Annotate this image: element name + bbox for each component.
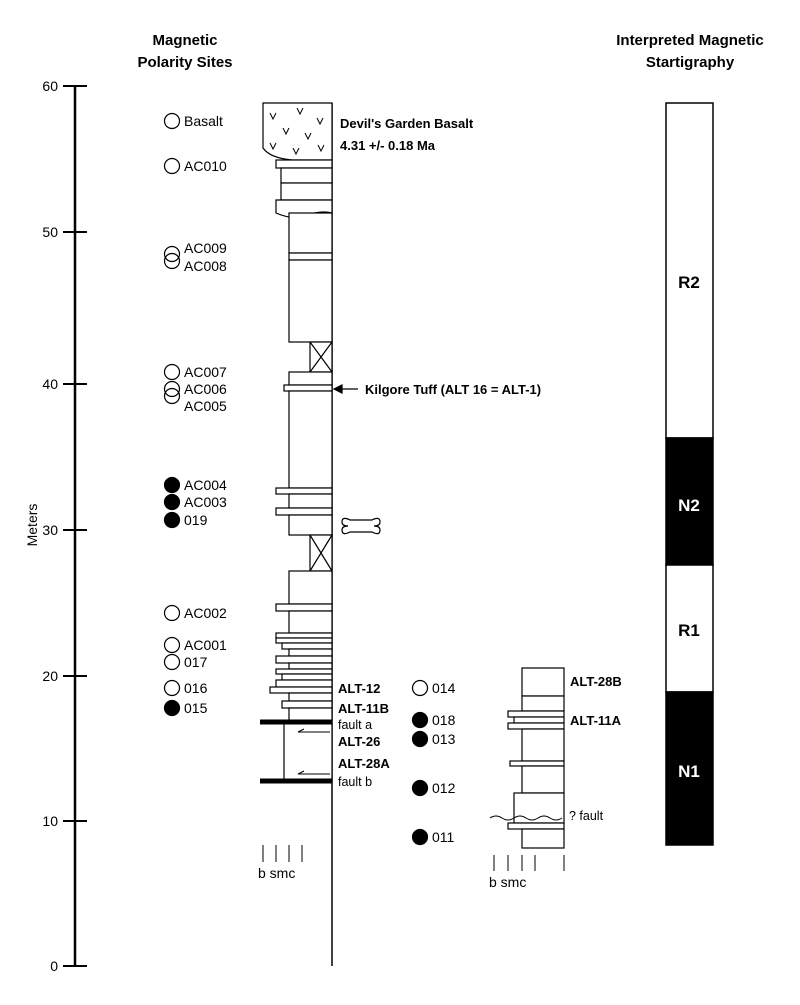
main-column bbox=[260, 102, 333, 966]
site-label: AC007 bbox=[184, 364, 227, 380]
alt11a-label: ALT-11A bbox=[570, 713, 622, 728]
grain-scale-ticks-2 bbox=[493, 855, 565, 871]
site-marker bbox=[163, 112, 181, 130]
site-label: 011 bbox=[432, 829, 455, 845]
site-label: 015 bbox=[184, 700, 208, 716]
alt28a-label: ALT-28A bbox=[338, 756, 390, 771]
grain-scale-ticks bbox=[262, 845, 303, 862]
zone-r1 bbox=[665, 564, 714, 693]
site-label: AC004 bbox=[184, 477, 227, 493]
site-marker bbox=[163, 679, 181, 697]
site-label: 017 bbox=[184, 654, 208, 670]
site-marker bbox=[163, 636, 181, 654]
zone-label-n2: N2 bbox=[678, 496, 700, 515]
zone-r2 bbox=[665, 102, 714, 439]
tick-label-40: 40 bbox=[42, 376, 58, 392]
site-marker bbox=[163, 493, 181, 511]
alt11b-label: ALT-11B bbox=[338, 701, 389, 716]
site-label: AC005 bbox=[184, 398, 227, 414]
tick-label-0: 0 bbox=[50, 958, 58, 974]
site-marker bbox=[163, 604, 181, 622]
site-label: 019 bbox=[184, 512, 208, 528]
q-fault-label: ? fault bbox=[569, 809, 604, 823]
tick-label-60: 60 bbox=[42, 78, 58, 94]
site-label: 016 bbox=[184, 680, 208, 696]
interp-header-line2: Startigraphy bbox=[646, 54, 735, 71]
fault-arrows bbox=[297, 728, 330, 775]
meters-axis: 0 10 20 30 40 50 60 Meters bbox=[24, 78, 87, 974]
site-label: 018 bbox=[432, 712, 456, 728]
site-label: AC002 bbox=[184, 605, 227, 621]
site-label: AC006 bbox=[184, 381, 227, 397]
tick-label-20: 20 bbox=[42, 668, 58, 684]
zone-label-r2: R2 bbox=[678, 273, 700, 292]
tick-label-50: 50 bbox=[42, 224, 58, 240]
basalt-age: 4.31 +/- 0.18 Ma bbox=[340, 138, 436, 153]
site-marker bbox=[163, 511, 181, 529]
zone-n1 bbox=[665, 691, 714, 846]
site-marker bbox=[163, 476, 181, 494]
grain-scale-label: b smc bbox=[258, 865, 295, 881]
site-marker bbox=[411, 679, 429, 697]
sites-header-line2: Polarity Sites bbox=[137, 54, 232, 71]
site-label: 013 bbox=[432, 731, 456, 747]
bone-fossil-icon bbox=[341, 517, 381, 535]
site-label: AC010 bbox=[184, 158, 227, 174]
alt26-label: ALT-26 bbox=[338, 734, 380, 749]
basalt-pattern bbox=[269, 107, 325, 156]
site-marker bbox=[163, 653, 181, 671]
kilgore-label: Kilgore Tuff (ALT 16 = ALT-1) bbox=[365, 382, 541, 397]
site-marker bbox=[163, 363, 181, 381]
site-marker bbox=[411, 730, 429, 748]
site-marker bbox=[163, 387, 181, 405]
site-marker bbox=[411, 779, 429, 797]
alt12-label: ALT-12 bbox=[338, 681, 380, 696]
fault-a-label: fault a bbox=[338, 718, 372, 732]
interp-header-line1: Interpreted Magnetic bbox=[616, 32, 764, 49]
basalt-name: Devil's Garden Basalt bbox=[340, 116, 474, 131]
tick-label-10: 10 bbox=[42, 813, 58, 829]
site-marker bbox=[163, 699, 181, 717]
site-marker bbox=[163, 157, 181, 175]
sites-header-line1: Magnetic bbox=[152, 32, 217, 49]
site-marker bbox=[411, 711, 429, 729]
fault-b-label: fault b bbox=[338, 775, 372, 789]
site-label: 014 bbox=[432, 680, 456, 696]
site-list bbox=[163, 112, 181, 717]
q-fault-line bbox=[489, 815, 563, 821]
zone-label-r1: R1 bbox=[678, 621, 700, 640]
alt28b-label: ALT-28B bbox=[570, 674, 622, 689]
second-column bbox=[507, 667, 565, 849]
site-label: Basalt bbox=[184, 113, 223, 129]
site-marker bbox=[411, 828, 429, 846]
tick-label-30: 30 bbox=[42, 522, 58, 538]
axis-label: Meters bbox=[24, 504, 40, 547]
site-label: AC001 bbox=[184, 637, 227, 653]
kilgore-arrow bbox=[332, 384, 358, 394]
site-label: AC009 bbox=[184, 240, 227, 256]
zone-label-n1: N1 bbox=[678, 762, 700, 781]
grain-scale-label-2: b smc bbox=[489, 874, 526, 890]
site-label: AC008 bbox=[184, 258, 227, 274]
magnetozone-bar bbox=[665, 102, 714, 846]
site-label: AC003 bbox=[184, 494, 227, 510]
zone-n2 bbox=[665, 437, 714, 566]
site-marker bbox=[163, 252, 181, 270]
site-list-2 bbox=[411, 679, 429, 846]
site-labels: Basalt AC010 AC009 AC008 AC007 AC006 AC0… bbox=[184, 113, 227, 716]
site-label: 012 bbox=[432, 780, 456, 796]
